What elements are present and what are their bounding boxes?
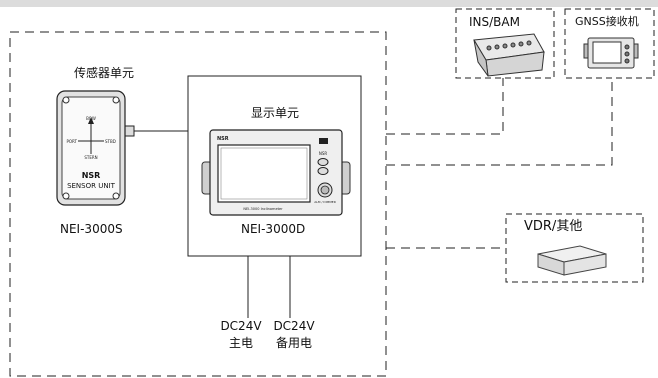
display-unit-caption: 显示单元	[251, 106, 300, 120]
sensor-bow-label: BOW	[86, 116, 96, 121]
display-device: NSR NSR NEI-3000 Inclinometer ALM / DIMM…	[201, 129, 351, 216]
vdr-device-icon	[537, 245, 607, 276]
display-model-label: NEI-3000D	[241, 222, 306, 236]
link-ins	[386, 78, 504, 135]
sensor-unit-caption: 传感器单元	[74, 66, 135, 80]
gnss-receiver-caption: GNSS接收机	[575, 15, 639, 28]
display-brand: NSR	[217, 136, 229, 142]
gnss-receiver-icon	[583, 37, 639, 69]
sensor-model-label: NEI-3000S	[60, 222, 123, 236]
link-gnss	[386, 78, 613, 166]
sensor-stbd-label: STBD	[105, 139, 116, 144]
power-backup-voltage: DC24V	[273, 319, 315, 333]
sensor-port-label: PORT	[67, 139, 78, 144]
sensor-unit-device: BOW PORT STBD STERN NSR SENSOR UNIT	[56, 90, 126, 206]
power-main-voltage: DC24V	[220, 319, 262, 333]
ins-console-icon	[473, 33, 545, 77]
display-device-name: NEI-3000 Inclinometer	[243, 207, 283, 211]
sensor-stern-label: STERN	[84, 155, 97, 160]
display-nsr-key: NSR	[319, 151, 328, 156]
ins-bam-caption: INS/BAM	[469, 15, 520, 29]
sensor-brand: NSR	[82, 171, 101, 180]
power-main-label: 主电	[228, 336, 253, 350]
system-boundary	[9, 31, 387, 377]
sensor-unit-text: SENSOR UNIT	[67, 182, 116, 190]
vdr-caption: VDR/其他	[524, 219, 583, 234]
display-knob-label: ALM / DIMMER	[314, 200, 336, 204]
power-backup-label: 备用电	[275, 336, 312, 350]
top-bar	[0, 0, 658, 7]
